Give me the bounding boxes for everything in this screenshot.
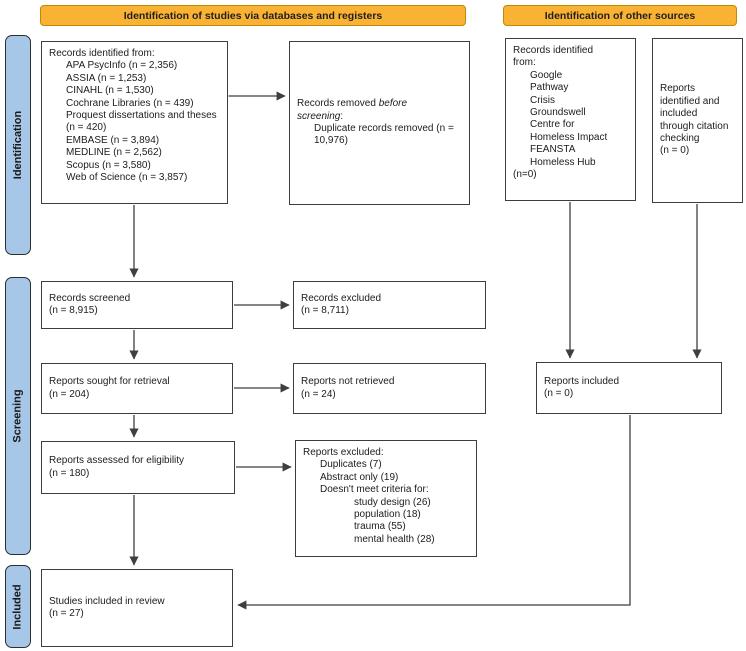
list-line: ASSIA (n = 1,253)	[66, 72, 147, 84]
stage-label-included: Included	[5, 565, 31, 648]
sought-lines: Reports sought for retrieval(n = 204)	[49, 376, 225, 401]
box-reports-excluded-reasons: Reports excluded: Duplicates (7)Abstract…	[295, 440, 477, 557]
list-line: Records screened	[49, 292, 131, 304]
box-reports-assessed-eligibility: Reports assessed for eligibility(n = 180…	[41, 441, 235, 494]
not-retrieved-lines: Reports not retrieved(n = 24)	[301, 376, 478, 401]
list-line: Scopus (n = 3,580)	[66, 159, 151, 171]
box-title: Records removed before screening:	[297, 98, 421, 123]
list-line: (n = 0)	[544, 388, 574, 399]
list-line: included	[660, 108, 698, 120]
list-line: (n = 24)	[301, 388, 336, 400]
list-line: CINAHL (n = 1,530)	[66, 85, 154, 97]
included-text: Included	[12, 583, 25, 630]
stage-label-identification: Identification	[5, 35, 31, 255]
list-line: (n = 8,711)	[301, 305, 349, 316]
list-line: Reports	[660, 83, 696, 95]
list-line: Homeless Hub	[530, 156, 596, 168]
list-line: Doesn't meet criteria for:	[320, 484, 429, 496]
excluded-reasons-list: Duplicates (7)Abstract only (19)Doesn't …	[303, 459, 469, 546]
list-line: (n = 8,915)	[49, 305, 98, 316]
box-studies-included-review: Studies included in review(n = 27)	[41, 569, 233, 647]
studies-included-lines: Studies included in review(n = 27)	[49, 596, 225, 621]
screened-lines: Records screened(n = 8,915)	[49, 293, 225, 318]
list-line: FEANSTA	[530, 144, 576, 156]
box-records-identified-databases: Records identified from: APA PsycInfo (n…	[41, 41, 228, 204]
list-line: Proquest dissertations and theses (n = 4…	[66, 110, 217, 134]
header-databases-registers: Identification of studies via databases …	[40, 5, 466, 26]
list-line: APA PsycInfo (n = 2,356)	[66, 60, 178, 72]
list-line: mental health (28)	[354, 533, 435, 545]
list-line: MEDLINE (n = 2,562)	[66, 147, 162, 159]
list-line: (n=0)	[513, 169, 537, 181]
stage-label-screening: Screening	[5, 277, 31, 555]
list-line: Reports sought for retrieval	[49, 376, 170, 388]
list-line: EMBASE (n = 3,894)	[66, 134, 160, 146]
list-line: Duplicate records removed (n = 10,976)	[314, 123, 454, 147]
list-line: population (18)	[354, 509, 421, 521]
list-line: Google	[530, 69, 563, 81]
title-prefix: Records removed	[297, 98, 379, 110]
records-excluded-lines: Records excluded(n = 8,711)	[301, 293, 478, 318]
list-line: Reports not retrieved	[301, 376, 395, 388]
box-records-excluded: Records excluded(n = 8,711)	[293, 281, 486, 329]
title-suffix: :	[340, 110, 344, 122]
list-line: identified and	[660, 95, 720, 107]
header-databases-label: Identification of studies via databases …	[123, 9, 383, 22]
database-list: APA PsycInfo (n = 2,356)ASSIA (n = 1,253…	[49, 60, 220, 184]
list-line: Crisis	[530, 94, 555, 106]
list-line: (n = 180)	[49, 467, 90, 479]
list-line: (n = 204)	[49, 388, 90, 400]
list-line: Duplicates (7)	[320, 459, 382, 471]
list-line: from:	[513, 57, 536, 69]
list-line: Centre for	[530, 119, 575, 131]
box-records-screened: Records screened(n = 8,915)	[41, 281, 233, 329]
identification-text: Identification	[12, 110, 25, 180]
box-reports-sought-retrieval: Reports sought for retrieval(n = 204)	[41, 363, 233, 414]
list-line: (n = 0)	[660, 145, 690, 157]
box-reports-not-retrieved: Reports not retrieved(n = 24)	[293, 363, 486, 414]
title-italic: before screening	[297, 98, 408, 122]
list-line: study design (26)	[354, 496, 431, 508]
list-line: through citation	[660, 120, 729, 132]
list-line: checking	[660, 132, 700, 144]
list-line: Records identified	[513, 45, 594, 56]
list-line: Studies included in review	[49, 595, 165, 607]
list-line: Web of Science (n = 3,857)	[66, 172, 188, 184]
list-line: trauma (55)	[354, 521, 406, 533]
list-line: Reports assessed for eligibility	[49, 455, 185, 467]
box-records-removed-before-screening: Records removed before screening: Duplic…	[289, 41, 470, 205]
list-line: Abstract only (19)	[320, 471, 399, 483]
box-title: Reports excluded:	[303, 447, 384, 458]
box-reports-included: Reports included(n = 0)	[536, 362, 722, 414]
list-line: Records excluded	[301, 292, 382, 304]
screening-text: Screening	[12, 389, 24, 443]
list-line: Cochrane Libraries (n = 439)	[66, 97, 194, 109]
list-line: Pathway	[530, 82, 569, 94]
list-line: Reports included	[544, 375, 620, 387]
list-line: Groundswell	[530, 107, 586, 119]
header-other-label: Identification of other sources	[544, 9, 696, 22]
header-other-sources: Identification of other sources	[503, 5, 737, 26]
assessed-lines: Reports assessed for eligibility(n = 180…	[49, 455, 227, 480]
reports-included-lines: Reports included(n = 0)	[544, 376, 714, 401]
list-line: (n = 27)	[49, 608, 84, 619]
box-title: Records identified from:	[49, 48, 155, 59]
removed-list: Duplicate records removed (n = 10,976)	[297, 123, 462, 148]
list-line: Homeless Impact	[530, 131, 608, 143]
